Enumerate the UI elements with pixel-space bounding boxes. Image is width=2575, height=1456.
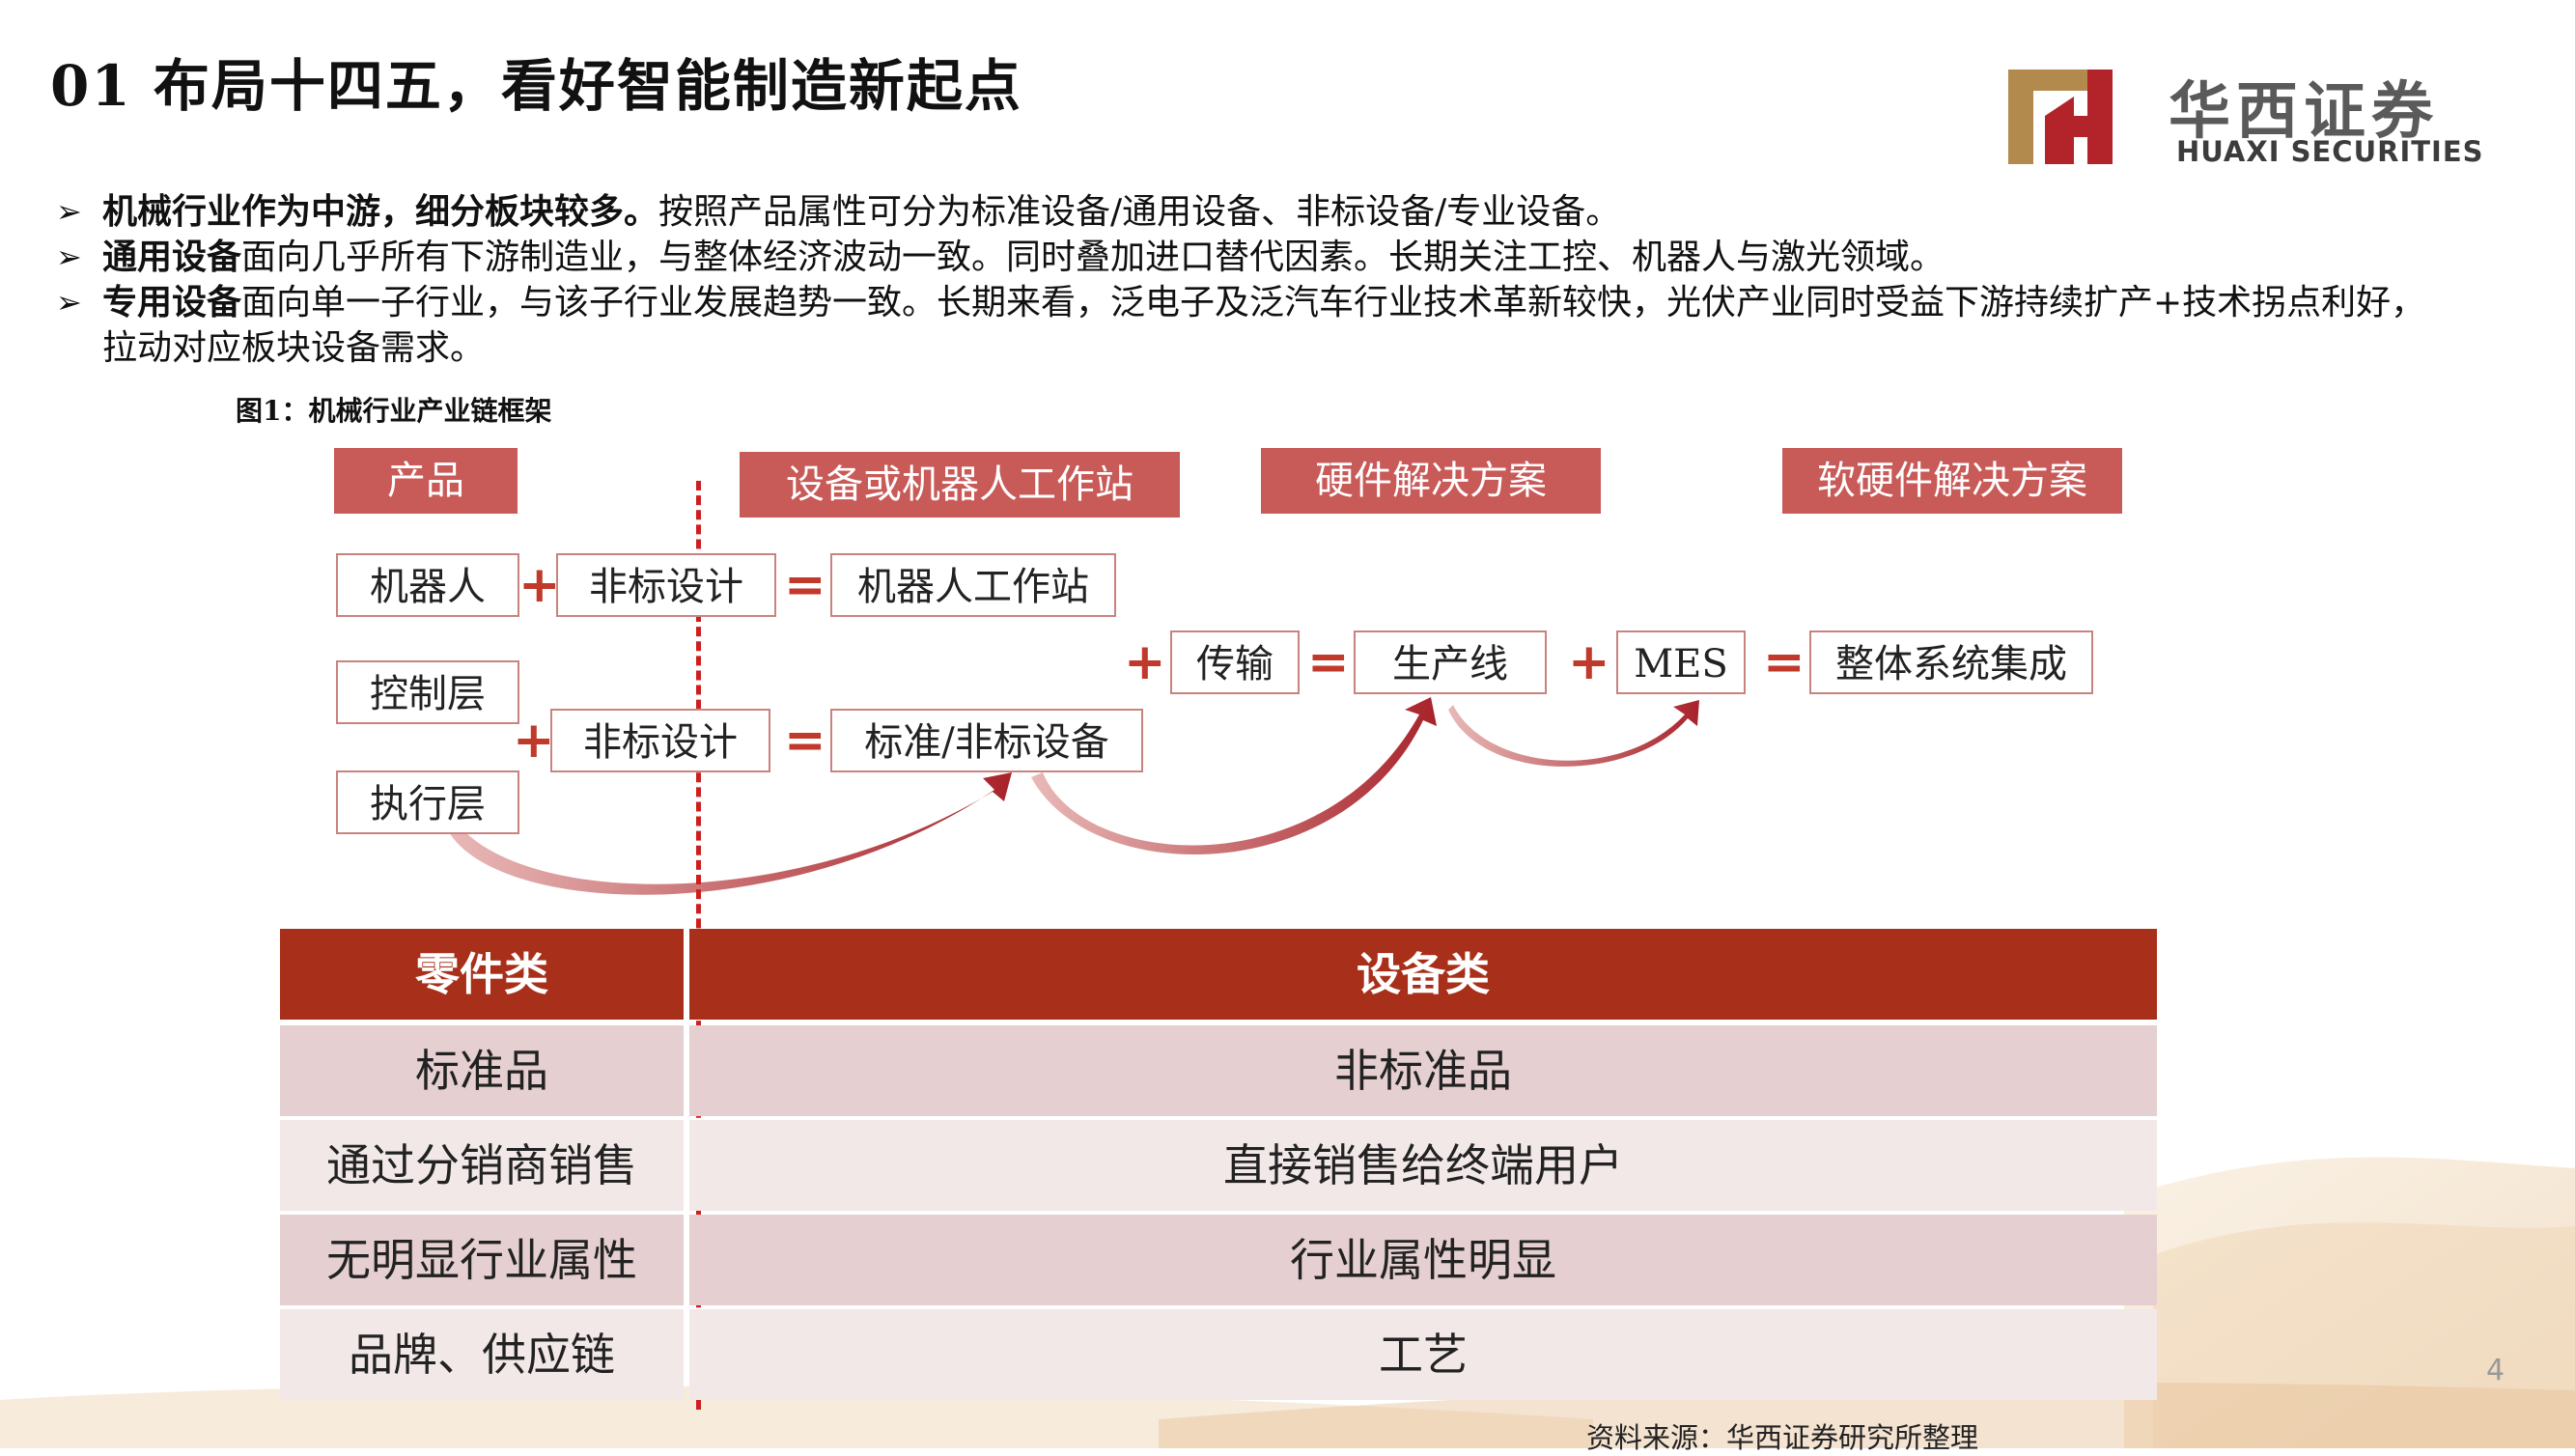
table-cell: 无明显行业属性 bbox=[280, 1215, 684, 1305]
arrow-right-icon: ➢ bbox=[56, 284, 82, 321]
plus-sign: + bbox=[1568, 633, 1610, 691]
plus-sign: + bbox=[513, 712, 555, 770]
table-cell: 标准品 bbox=[280, 1025, 684, 1116]
tag-software-hardware-solution: 软硬件解决方案 bbox=[1782, 448, 2122, 514]
box-nonstd-design: 非标设计 bbox=[556, 553, 776, 617]
table-cell: 品牌、供应链 bbox=[280, 1309, 684, 1400]
arrow-right-icon: ➢ bbox=[56, 193, 82, 230]
tag-hardware-solution: 硬件解决方案 bbox=[1261, 448, 1601, 514]
arrow-right-icon: ➢ bbox=[56, 238, 82, 275]
bullet-bold: 通用设备 bbox=[102, 238, 242, 277]
tag-product: 产品 bbox=[334, 448, 518, 514]
table-header-equipment: 设备类 bbox=[689, 929, 2157, 1020]
figure-caption: 图1：机械行业产业链框架 bbox=[236, 395, 552, 427]
bullet-item: ➢ 专用设备面向单一子行业，与该子行业发展趋势一致。长期来看，泛电子及泛汽车行业… bbox=[56, 280, 2441, 371]
box-system-integration: 整体系统集成 bbox=[1809, 630, 2093, 694]
box-control-layer: 控制层 bbox=[336, 660, 519, 724]
bullet-bold: 机械行业作为中游，细分板块较多。 bbox=[102, 192, 659, 232]
box-mes: MES bbox=[1616, 630, 1746, 694]
logo-name-en: HUAXI SECURITIES bbox=[2176, 135, 2484, 168]
source-note: 资料来源：华西证券研究所整理 bbox=[1586, 1421, 1979, 1454]
equals-sign: = bbox=[784, 556, 826, 614]
bullet-text: 面向单一子行业，与该子行业发展趋势一致。长期来看，泛电子及泛汽车行业技术革新较快… bbox=[102, 283, 2426, 368]
box-nonstd-design: 非标设计 bbox=[550, 709, 770, 772]
tag-equipment-station: 设备或机器人工作站 bbox=[740, 452, 1180, 518]
table-header-parts: 零件类 bbox=[280, 929, 684, 1020]
box-robot: 机器人 bbox=[336, 553, 519, 617]
equals-sign: = bbox=[1763, 633, 1805, 691]
bullet-bold: 专用设备 bbox=[102, 283, 242, 322]
table-cell: 直接销售给终端用户 bbox=[689, 1120, 2157, 1211]
equals-sign: = bbox=[1307, 633, 1350, 691]
plus-sign: + bbox=[518, 556, 561, 614]
page-title: 01 布局十四五，看好智能制造新起点 bbox=[50, 53, 1022, 119]
bullet-text: 面向几乎所有下游制造业，与整体经济波动一致。同时叠加进口替代因素。长期关注工控、… bbox=[241, 238, 1945, 277]
bullet-item: ➢ 机械行业作为中游，细分板块较多。按照产品属性可分为标准设备/通用设备、非标设… bbox=[56, 189, 2441, 235]
table-cell: 行业属性明显 bbox=[689, 1215, 2157, 1305]
box-exec-layer: 执行层 bbox=[336, 770, 519, 834]
table-cell: 非标准品 bbox=[689, 1025, 2157, 1116]
box-robot-station: 机器人工作站 bbox=[830, 553, 1116, 617]
page-number: 4 bbox=[2486, 1354, 2505, 1387]
box-std-nonstd-equipment: 标准/非标设备 bbox=[830, 709, 1143, 772]
box-transport: 传输 bbox=[1170, 630, 1300, 694]
table-cell: 通过分销商销售 bbox=[280, 1120, 684, 1211]
box-production-line: 生产线 bbox=[1354, 630, 1547, 694]
bullet-text: 按照产品属性可分为标准设备/通用设备、非标设备/专业设备。 bbox=[658, 192, 1621, 232]
logo-name-cn: 华西证券 bbox=[2169, 75, 2439, 148]
huaxi-logo bbox=[2008, 70, 2113, 164]
table-cell: 工艺 bbox=[689, 1309, 2157, 1400]
bullet-list: ➢ 机械行业作为中游，细分板块较多。按照产品属性可分为标准设备/通用设备、非标设… bbox=[56, 189, 2441, 371]
bullet-item: ➢ 通用设备面向几乎所有下游制造业，与整体经济波动一致。同时叠加进口替代因素。长… bbox=[56, 235, 2441, 280]
equals-sign: = bbox=[784, 712, 826, 770]
plus-sign: + bbox=[1124, 633, 1166, 691]
